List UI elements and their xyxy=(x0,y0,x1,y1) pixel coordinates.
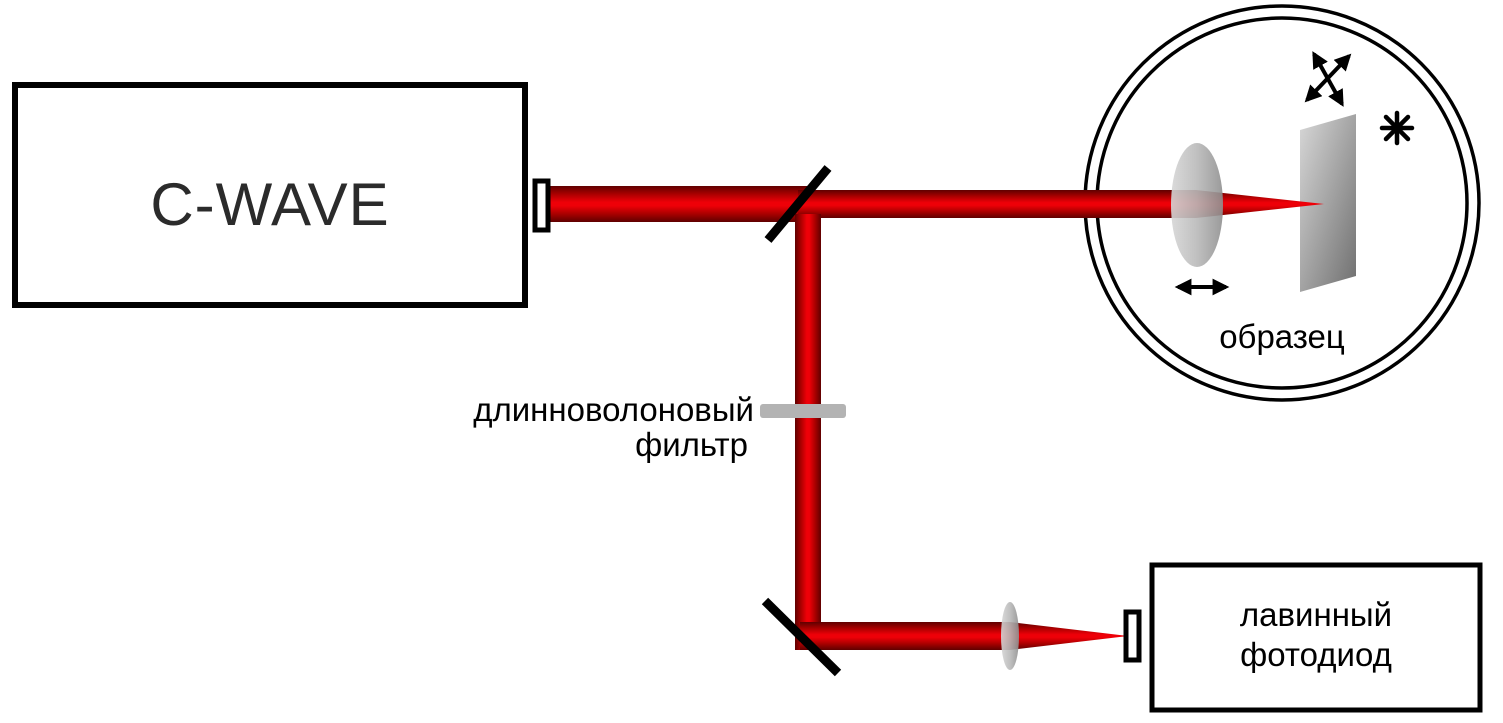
beam-focus-cone-sample xyxy=(1196,190,1324,218)
beam-to-sample xyxy=(798,190,1196,218)
snowflake-icon xyxy=(1379,110,1415,146)
detector-aperture xyxy=(1123,609,1142,663)
detector-label-line1: лавинный xyxy=(1240,596,1392,633)
mirror xyxy=(761,597,842,677)
laser-label: C-WAVE xyxy=(150,171,389,238)
sample-label: образец xyxy=(1219,318,1345,355)
detector-label-line2: фотодиод xyxy=(1240,636,1392,673)
laser-box xyxy=(12,82,528,308)
objective-lens xyxy=(1171,143,1223,267)
photodiode-box xyxy=(1149,562,1483,713)
beamsplitter xyxy=(764,165,832,243)
longpass-filter xyxy=(760,404,846,418)
filter-label-line2: фильтр xyxy=(635,426,748,463)
focus-lens xyxy=(1001,602,1019,670)
laser-output-aperture xyxy=(532,178,551,233)
filter-label-line1: длинноволоновый xyxy=(473,391,754,428)
laser-beam-main xyxy=(548,186,810,222)
beam-focus-cone-detector xyxy=(1010,622,1128,650)
xy-arrows-icon xyxy=(1304,51,1352,107)
beam-down xyxy=(795,214,821,650)
beam-to-detector xyxy=(800,622,1010,650)
sample-plate xyxy=(1300,114,1356,292)
